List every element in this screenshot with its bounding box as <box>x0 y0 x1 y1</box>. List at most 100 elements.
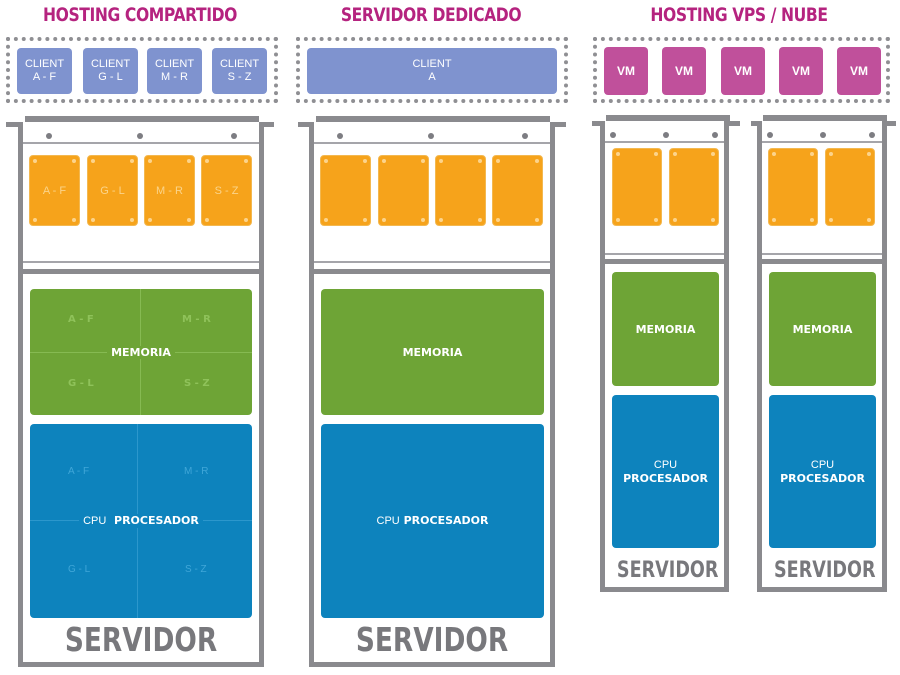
quadrant-label: G - L <box>68 378 94 389</box>
screw-icon <box>46 133 52 139</box>
vm-card: VM <box>837 47 881 95</box>
disk-drive: M - R <box>144 155 195 226</box>
vm-card: VM <box>604 47 648 95</box>
rail-divider <box>762 141 882 143</box>
disk-drive <box>825 148 875 226</box>
disk-screw-icon <box>711 218 715 222</box>
disk-screw-icon <box>829 218 833 222</box>
client-range: M - R <box>161 71 188 83</box>
client-label: CLIENT <box>154 58 195 70</box>
server-label: SERVIDOR <box>355 620 509 659</box>
cpu-short-label: CPU <box>376 515 400 527</box>
disk-screw-icon <box>205 159 209 163</box>
screw-icon <box>610 132 616 138</box>
client-card: CLIENT A <box>307 48 557 94</box>
client-label: CLIENT <box>24 58 65 70</box>
quadrant-label: M - R <box>182 314 211 325</box>
disk-screw-icon <box>478 159 482 163</box>
disk-screw-icon <box>324 159 328 163</box>
quadrant-label: G - L <box>68 564 91 575</box>
cpu-short-label: CPU <box>653 458 678 471</box>
cpu-label: PROCESADOR <box>403 514 489 527</box>
disk-screw-icon <box>72 218 76 222</box>
screw-icon <box>137 133 143 139</box>
disk-drive <box>492 155 543 226</box>
divider <box>23 269 259 274</box>
cpu-short-label: CPU <box>83 515 107 527</box>
client-label: CLIENT <box>412 58 452 70</box>
rail-divider <box>314 142 550 144</box>
disk-label: S - Z <box>214 184 239 197</box>
disk-screw-icon <box>421 159 425 163</box>
disk-screw-icon <box>711 152 715 156</box>
quadrant-label: S - Z <box>184 378 210 389</box>
memory-label: MEMORIA <box>402 345 463 359</box>
screw-icon <box>663 132 669 138</box>
divider <box>762 259 882 264</box>
screw-icon <box>712 132 718 138</box>
screw-icon <box>337 133 343 139</box>
rack-top-bar <box>763 115 887 124</box>
divider <box>605 253 724 255</box>
disk-screw-icon <box>829 152 833 156</box>
disk-screw-icon <box>382 218 386 222</box>
disk-drive: G - L <box>87 155 138 226</box>
divider <box>23 261 259 263</box>
disk-screw-icon <box>244 159 248 163</box>
cpu-label: PROCESADOR <box>114 514 199 527</box>
quadrant-label: A - F <box>68 466 90 477</box>
disk-screw-icon <box>130 159 134 163</box>
disk-screw-icon <box>772 152 776 156</box>
rail-divider <box>605 141 724 143</box>
disk-drive: A - F <box>29 155 80 226</box>
disk-screw-icon <box>324 218 328 222</box>
cpu-block: CPU PROCESADOR <box>769 395 876 548</box>
disk-drive <box>320 155 371 226</box>
disk-screw-icon <box>363 218 367 222</box>
disk-drive <box>612 148 662 226</box>
memory-block: MEMORIA <box>612 272 719 386</box>
client-range: A - F <box>32 71 57 83</box>
quadrant-label: S - Z <box>185 564 207 575</box>
screw-icon <box>428 133 434 139</box>
disk-screw-icon <box>72 159 76 163</box>
client-label: CLIENT <box>90 58 131 70</box>
disk-screw-icon <box>33 218 37 222</box>
disk-screw-icon <box>478 218 482 222</box>
cpu-label: PROCESADOR <box>780 471 865 485</box>
disk-screw-icon <box>33 159 37 163</box>
screw-icon <box>522 133 528 139</box>
disk-screw-icon <box>654 218 658 222</box>
disk-drive: S - Z <box>201 155 252 226</box>
disk-screw-icon <box>382 159 386 163</box>
server-label: SERVIDOR <box>616 558 719 583</box>
divider <box>314 261 550 263</box>
disk-label: M - R <box>156 184 183 197</box>
shared-clients-group <box>6 37 278 103</box>
vm-card: VM <box>662 47 706 95</box>
memory-block: A - F M - R G - L S - Z MEMORIA <box>30 289 252 415</box>
disk-screw-icon <box>439 218 443 222</box>
disk-screw-icon <box>91 159 95 163</box>
client-range: G - L <box>98 71 123 83</box>
disk-screw-icon <box>867 218 871 222</box>
cpu-block: A - F M - R G - L S - Z CPU PROCESADOR <box>30 424 252 618</box>
cpu-block: CPU PROCESADOR <box>612 395 719 548</box>
cpu-label: PROCESADOR <box>623 471 708 485</box>
disk-screw-icon <box>244 218 248 222</box>
cpu-short-label: CPU <box>810 458 835 471</box>
disk-screw-icon <box>496 159 500 163</box>
disk-screw-icon <box>616 218 620 222</box>
divider <box>605 259 724 264</box>
disk-screw-icon <box>148 159 152 163</box>
shared-hosting-title: HOSTING COMPARTIDO <box>43 4 237 26</box>
disk-drive <box>768 148 818 226</box>
memory-block: MEMORIA <box>321 289 544 415</box>
disk-screw-icon <box>654 152 658 156</box>
cpu-block: CPU PROCESADOR <box>321 424 544 618</box>
rail-divider <box>23 142 259 144</box>
disk-label: A - F <box>42 184 67 197</box>
disk-screw-icon <box>148 218 152 222</box>
memory-label: MEMORIA <box>107 345 175 359</box>
client-range: S - Z <box>227 71 252 83</box>
